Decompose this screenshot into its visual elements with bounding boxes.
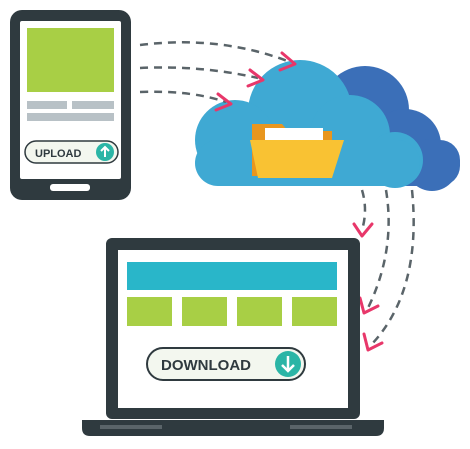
download-arrow-icon xyxy=(362,332,384,352)
laptop-tile xyxy=(127,297,172,326)
upload-arrows xyxy=(139,41,291,104)
laptop-vent xyxy=(100,425,162,429)
laptop-tile xyxy=(237,297,282,326)
download-arrow-icon xyxy=(358,296,380,315)
download-arrow-path xyxy=(366,189,390,309)
upload-arrow-icon xyxy=(246,68,265,88)
folder-icon xyxy=(250,124,344,178)
upload-label: UPLOAD xyxy=(35,148,82,160)
download-arrow-path xyxy=(360,189,367,231)
cloud-icon xyxy=(195,60,460,191)
upload-arrow-icon xyxy=(278,51,297,72)
laptop-tile xyxy=(182,297,227,326)
upload-arrow-heads xyxy=(214,51,297,112)
laptop-vent xyxy=(290,425,352,429)
download-arrows xyxy=(360,189,415,345)
download-button[interactable]: DOWNLOAD xyxy=(146,347,306,381)
phone-icon: UPLOAD xyxy=(10,10,131,200)
phone-text-line xyxy=(27,113,114,121)
download-label: DOWNLOAD xyxy=(161,357,251,374)
upload-arrow-path xyxy=(139,66,259,80)
phone-text-line xyxy=(72,101,114,109)
laptop-header-bar xyxy=(127,262,337,290)
laptop-base xyxy=(82,420,384,436)
phone-home-button xyxy=(50,184,90,191)
upload-button[interactable]: UPLOAD xyxy=(24,140,119,164)
laptop-tile xyxy=(292,297,337,326)
upload-arrow-icon xyxy=(214,92,233,112)
upload-arrow-path xyxy=(139,41,291,64)
upload-arrow-path xyxy=(139,90,227,104)
download-arrow-heads xyxy=(352,222,384,352)
phone-image-placeholder xyxy=(27,28,114,92)
laptop-icon: DOWNLOAD xyxy=(82,238,384,436)
download-arrow-icon xyxy=(352,222,374,238)
download-arrow-path xyxy=(371,189,415,345)
phone-text-line xyxy=(27,101,67,109)
